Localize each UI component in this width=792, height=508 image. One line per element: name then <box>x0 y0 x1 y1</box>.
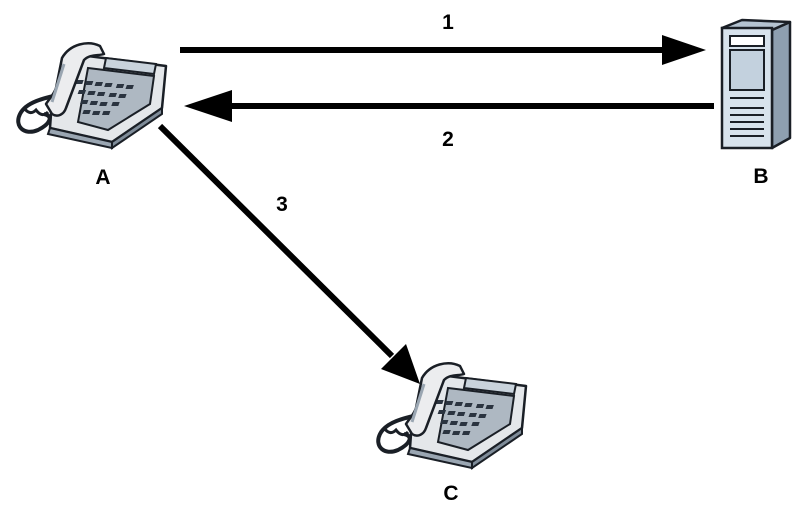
arrow-1-label: 1 <box>442 11 454 34</box>
phone-c <box>378 363 526 468</box>
desk-phone-icon <box>18 43 166 148</box>
arrow-2-label: 2 <box>442 128 454 151</box>
arrow-a-to-b <box>180 35 706 65</box>
arrow-b-to-a <box>184 90 714 122</box>
node-c-label: C <box>443 482 458 505</box>
server-b <box>722 20 790 148</box>
arrow-3-label: 3 <box>276 193 288 216</box>
phone-a <box>18 43 166 148</box>
desk-phone-icon <box>378 363 526 468</box>
node-b-label: B <box>753 165 768 188</box>
node-a-label: A <box>95 166 110 189</box>
server-tower-icon <box>722 20 790 148</box>
arrow-a-to-c <box>160 126 420 384</box>
